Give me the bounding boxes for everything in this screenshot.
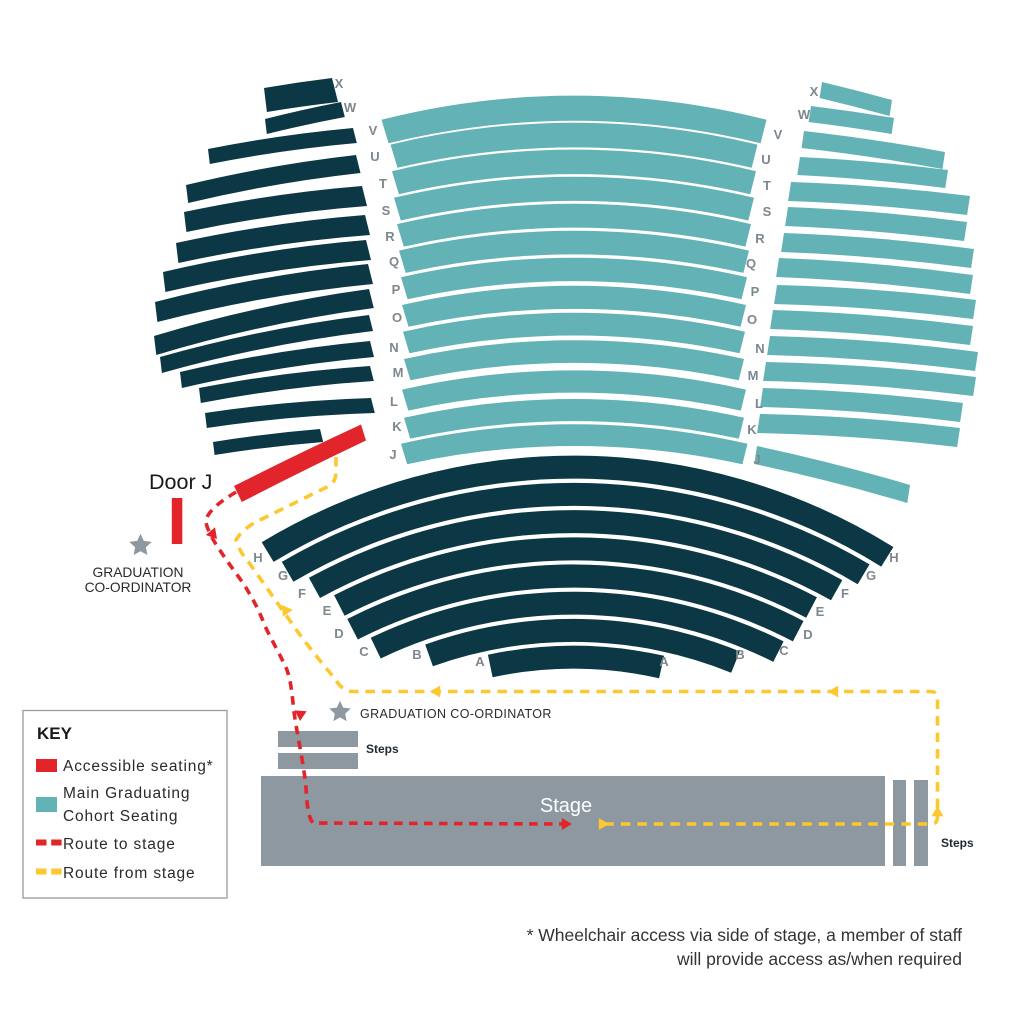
svg-text:J: J — [389, 447, 396, 462]
svg-text:V: V — [369, 123, 378, 138]
svg-text:Route to stage: Route to stage — [63, 836, 176, 853]
svg-text:D: D — [803, 627, 812, 642]
svg-text:G: G — [278, 568, 288, 583]
svg-text:J: J — [753, 452, 760, 467]
svg-text:KEY: KEY — [37, 724, 73, 743]
svg-text:H: H — [253, 550, 262, 565]
svg-text:D: D — [334, 626, 343, 641]
svg-text:U: U — [370, 149, 379, 164]
svg-text:GRADUATION: GRADUATION — [93, 565, 184, 580]
svg-text:B: B — [735, 647, 744, 662]
svg-text:S: S — [382, 203, 391, 218]
svg-text:R: R — [755, 231, 765, 246]
svg-text:Q: Q — [389, 254, 399, 269]
svg-text:L: L — [390, 394, 398, 409]
svg-text:G: G — [866, 568, 876, 583]
svg-text:F: F — [298, 586, 306, 601]
svg-text:Accessible seating*: Accessible seating* — [63, 758, 214, 775]
svg-text:Main Graduating: Main Graduating — [63, 785, 190, 802]
svg-text:X: X — [810, 84, 819, 99]
svg-text:C: C — [779, 643, 789, 658]
svg-text:T: T — [379, 176, 387, 191]
svg-text:Route from stage: Route from stage — [63, 865, 196, 882]
svg-text:V: V — [774, 127, 783, 142]
svg-text:Door J: Door J — [149, 470, 212, 494]
svg-text:L: L — [755, 396, 763, 411]
svg-text:O: O — [392, 310, 402, 325]
svg-text:K: K — [392, 419, 402, 434]
svg-text:N: N — [389, 340, 398, 355]
svg-text:P: P — [392, 282, 401, 297]
svg-text:P: P — [751, 284, 760, 299]
svg-text:E: E — [323, 603, 332, 618]
svg-text:A: A — [659, 654, 669, 669]
svg-text:* Wheelchair access via side o: * Wheelchair access via side of stage, a… — [527, 925, 963, 945]
svg-text:O: O — [747, 312, 757, 327]
svg-text:M: M — [393, 365, 404, 380]
svg-text:C: C — [359, 644, 369, 659]
svg-text:M: M — [748, 368, 759, 383]
svg-text:F: F — [841, 586, 849, 601]
svg-text:H: H — [889, 550, 898, 565]
svg-text:B: B — [412, 647, 421, 662]
svg-text:K: K — [747, 422, 757, 437]
svg-text:X: X — [335, 76, 344, 91]
svg-text:W: W — [798, 107, 811, 122]
svg-text:will provide access as/when re: will provide access as/when required — [676, 949, 962, 969]
svg-text:S: S — [763, 204, 772, 219]
svg-text:E: E — [816, 604, 825, 619]
svg-text:R: R — [385, 229, 395, 244]
svg-text:Q: Q — [746, 256, 756, 271]
svg-text:T: T — [763, 178, 771, 193]
svg-text:Stage: Stage — [540, 795, 592, 817]
svg-text:Cohort Seating: Cohort Seating — [63, 808, 178, 825]
svg-text:U: U — [761, 152, 770, 167]
svg-text:A: A — [475, 654, 485, 669]
svg-text:N: N — [755, 341, 764, 356]
svg-text:CO-ORDINATOR: CO-ORDINATOR — [85, 580, 192, 595]
svg-text:W: W — [344, 100, 357, 115]
svg-text:Steps: Steps — [941, 836, 974, 850]
svg-text:GRADUATION CO-ORDINATOR: GRADUATION CO-ORDINATOR — [360, 707, 552, 721]
svg-text:Steps: Steps — [366, 742, 399, 756]
